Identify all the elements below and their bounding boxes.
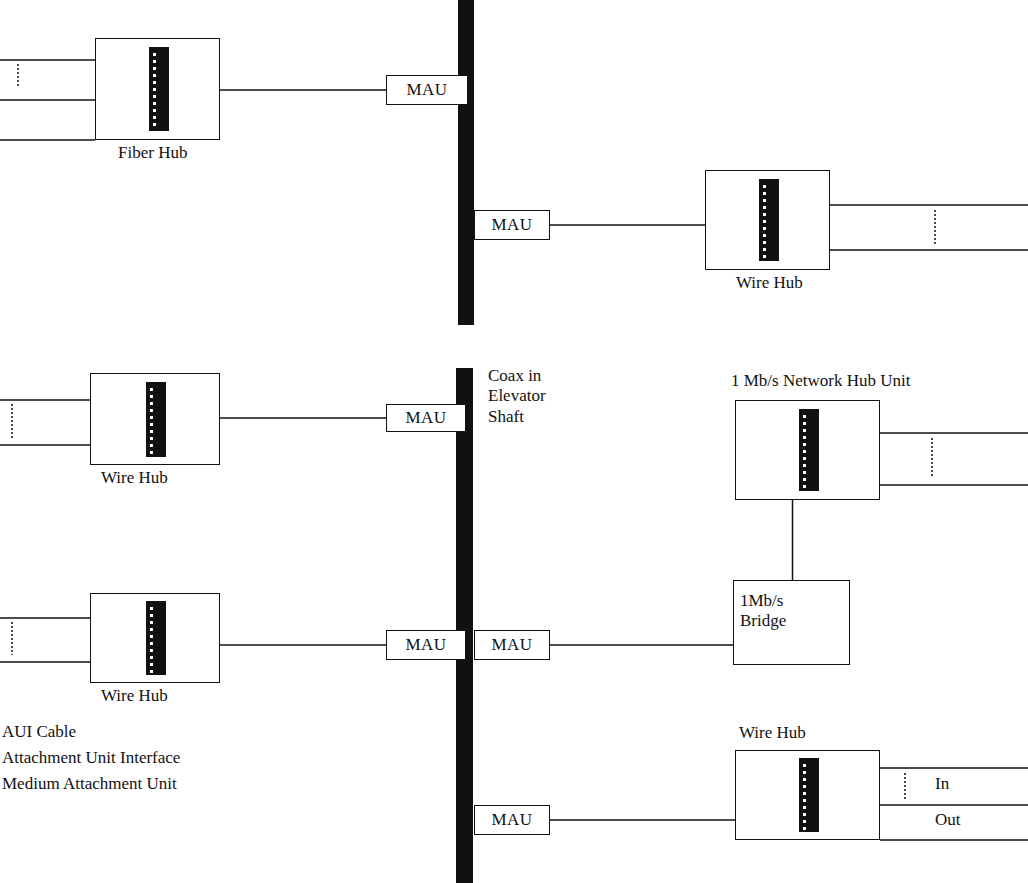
hub-icon	[799, 409, 819, 491]
legend-note: Medium Attachment Unit	[2, 774, 177, 794]
hub-box: Fiber Hub	[95, 38, 220, 140]
mau-box: MAU	[474, 630, 550, 660]
mau-label: MAU	[475, 810, 549, 830]
bridge-box: 1Mb/s Bridge	[733, 580, 850, 665]
mau-box: MAU	[474, 210, 550, 240]
aui-cable	[220, 417, 386, 419]
mau-label: MAU	[387, 408, 465, 428]
backbone-label: Coax in Elevator Shaft	[488, 366, 566, 427]
hub-icon	[799, 758, 819, 832]
hub-label: Wire Hub	[739, 723, 806, 743]
aui-cable	[550, 644, 733, 646]
coax-backbone	[456, 368, 473, 883]
legend-note: AUI Cable	[2, 722, 76, 742]
hub-label: Fiber Hub	[118, 143, 187, 163]
mau-box: MAU	[386, 75, 468, 105]
aui-cable	[220, 644, 386, 646]
hub-label: Wire Hub	[101, 686, 168, 706]
mau-box: MAU	[386, 630, 466, 660]
bridge-label: 1Mb/s Bridge	[740, 591, 800, 630]
hub-box: Wire Hub	[705, 170, 830, 270]
hub-icon	[759, 179, 779, 261]
hub-label: Wire Hub	[101, 468, 168, 488]
port-label: In	[935, 774, 949, 794]
hub-icon	[149, 47, 169, 131]
hub-icon	[146, 601, 166, 675]
legend-note: Attachment Unit Interface	[2, 748, 180, 768]
aui-cable	[792, 500, 794, 580]
mau-box: MAU	[474, 805, 550, 835]
hub-box: Wire Hub	[735, 750, 880, 840]
port-label: Out	[935, 810, 961, 830]
aui-cable	[220, 89, 386, 91]
hub-box: 1 Mb/s Network Hub Unit	[735, 400, 880, 500]
hub-label: Wire Hub	[736, 273, 803, 293]
coax-backbone	[458, 0, 474, 325]
mau-label: MAU	[387, 635, 465, 655]
hub-box: Wire Hub	[90, 593, 220, 683]
aui-cable	[550, 819, 735, 821]
mau-box: MAU	[386, 404, 466, 432]
port-lines	[0, 60, 1028, 840]
aui-cable	[550, 224, 705, 226]
hub-label: 1 Mb/s Network Hub Unit	[731, 371, 910, 391]
mau-label: MAU	[475, 215, 549, 235]
mau-label: MAU	[387, 80, 467, 100]
mau-label: MAU	[475, 635, 549, 655]
hub-box: Wire Hub	[90, 373, 220, 465]
hub-icon	[146, 382, 166, 457]
